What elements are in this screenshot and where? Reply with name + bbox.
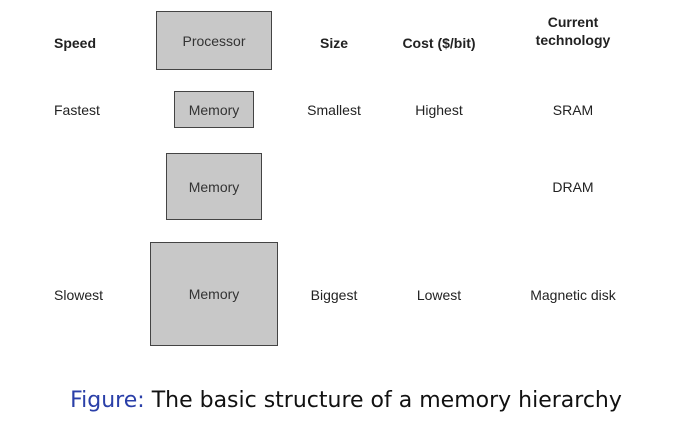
header-speed: Speed xyxy=(54,35,97,51)
caption-label: Figure: xyxy=(70,388,145,413)
processor-box: Processor xyxy=(156,11,272,70)
level-3-cost: Lowest xyxy=(416,287,462,303)
level-1-size: Smallest xyxy=(307,102,361,118)
processor-label: Processor xyxy=(182,32,246,49)
level-3-technology: Magnetic disk xyxy=(530,287,616,303)
caption-text: The basic structure of a memory hierarch… xyxy=(151,388,622,413)
memory-box-level-1: Memory xyxy=(174,91,254,128)
level-1-cost: Highest xyxy=(415,102,463,118)
level-1-technology: SRAM xyxy=(552,102,594,118)
memory-box-level-2: Memory xyxy=(166,153,262,220)
memory-box-level-3: Memory xyxy=(150,242,278,346)
header-cost: Cost ($/bit) xyxy=(402,35,476,51)
figure-caption: Figure: The basic structure of a memory … xyxy=(0,388,692,413)
memory-label-level-1: Memory xyxy=(188,101,240,118)
level-3-size: Biggest xyxy=(310,287,358,303)
memory-label-level-3: Memory xyxy=(188,286,240,302)
header-size: Size xyxy=(319,35,348,51)
level-3-speed: Slowest xyxy=(54,287,104,303)
level-1-speed: Fastest xyxy=(54,102,100,118)
level-2-technology: DRAM xyxy=(552,179,594,195)
header-technology-line1: Current xyxy=(547,14,599,30)
memory-label-level-2: Memory xyxy=(188,178,240,195)
header-technology-line2: technology xyxy=(535,32,611,48)
